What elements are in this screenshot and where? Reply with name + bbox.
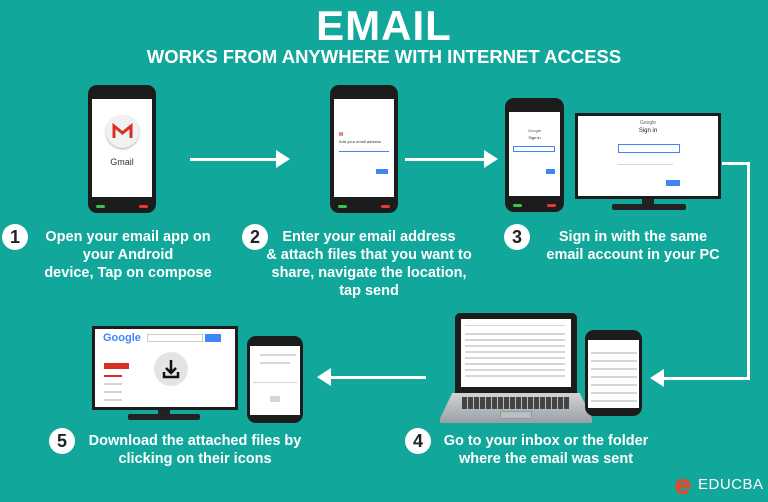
step-2-text: Enter your email address& attach files t… — [266, 229, 472, 299]
next-button — [666, 180, 680, 186]
page-subtitle: WORKS FROM ANYWHERE WITH INTERNET ACCESS — [146, 46, 622, 67]
phone-signin: Google Sign in — [505, 98, 564, 212]
arrow-right-icon — [484, 150, 498, 168]
arrow-left-icon — [650, 369, 664, 387]
google-logo: Google — [103, 332, 141, 344]
arrow-right-icon — [276, 150, 290, 168]
arrow-2-3 — [405, 158, 485, 161]
connector-3-4 — [722, 162, 750, 165]
step-2-number: 2 — [242, 224, 268, 250]
step-3-number: 3 — [504, 224, 530, 250]
gmail-icon — [106, 115, 139, 148]
add-email-heading: Add your email address — [339, 139, 382, 144]
arrow-left-icon — [317, 368, 331, 386]
email-field — [618, 144, 680, 153]
educba-brand: EDUCBA — [698, 476, 764, 493]
signin-heading: Sign in — [638, 128, 658, 134]
phone-inbox — [585, 330, 642, 416]
step-5-number: 5 — [49, 428, 75, 454]
arrow-1-2 — [190, 158, 276, 161]
laptop-keyboard — [440, 393, 592, 423]
arrow-4-5 — [330, 376, 426, 379]
phone-attachment — [247, 336, 303, 423]
next-button — [376, 169, 388, 174]
page-title: EMAIL — [316, 2, 452, 49]
gmail-label: Gmail — [110, 157, 134, 167]
monitor-signin: Google Sign in — [575, 113, 721, 199]
monitor-stand — [612, 204, 686, 210]
signin-brand: Google — [639, 120, 657, 126]
monitor-download: Google — [92, 326, 238, 410]
step-4-number: 4 — [405, 428, 431, 454]
phone-add-email: M Add your email address — [330, 85, 398, 213]
monitor-stand — [128, 414, 200, 420]
laptop-inbox — [455, 313, 577, 393]
step-1-number: 1 — [2, 224, 28, 250]
gmail-small-icon: M — [339, 132, 344, 138]
educba-logo-icon — [672, 474, 694, 496]
download-icon[interactable] — [154, 352, 188, 386]
phone-gmail-app: Gmail — [88, 85, 156, 213]
